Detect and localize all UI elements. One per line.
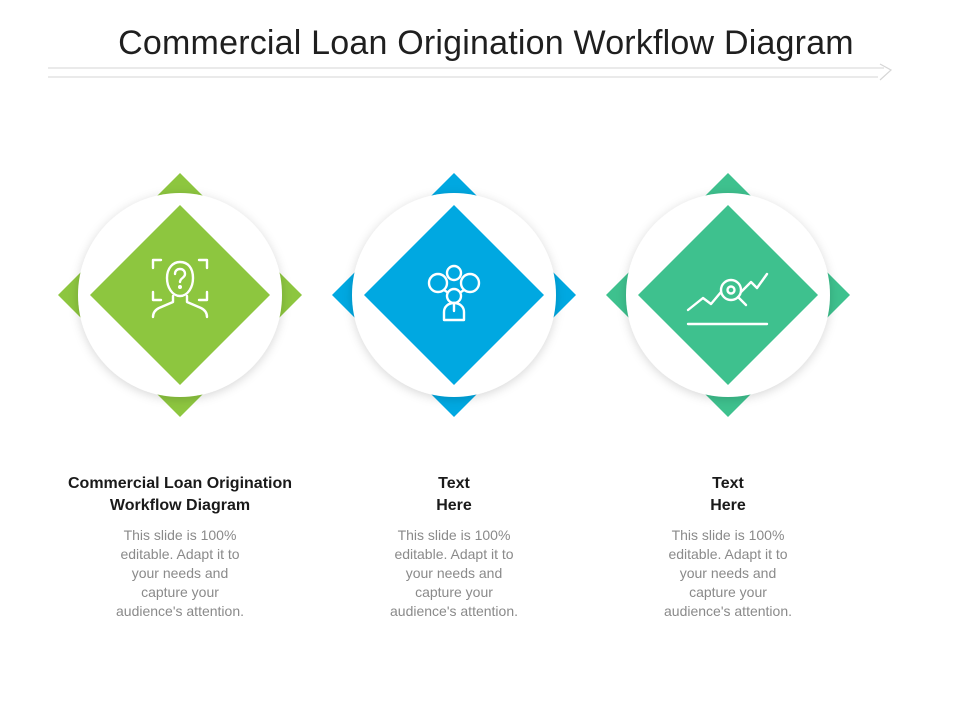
inner-diamond [364,205,544,385]
inner-diamond [638,205,818,385]
step-3-description: This slide is 100% editable. Adapt it to… [664,527,792,619]
chart-analysis-magnifier-icon [686,272,769,326]
face-recognition-question-icon [151,258,209,319]
step-1-description: This slide is 100% editable. Adapt it to… [116,527,244,619]
title-divider-arrow [48,63,893,81]
step-2-description: This slide is 100% editable. Adapt it to… [390,527,518,619]
step-3-diamond-graphic [606,173,850,417]
step-1-heading: Commercial Loan Origination Workflow Dia… [67,475,293,514]
page-title: Commercial Loan Origination Workflow Dia… [118,24,854,62]
step-3-heading: Text Here [710,475,746,514]
step-2-diamond-graphic [332,173,576,417]
step-2-heading: Text Here [436,475,472,514]
team-network-icon [427,264,481,322]
